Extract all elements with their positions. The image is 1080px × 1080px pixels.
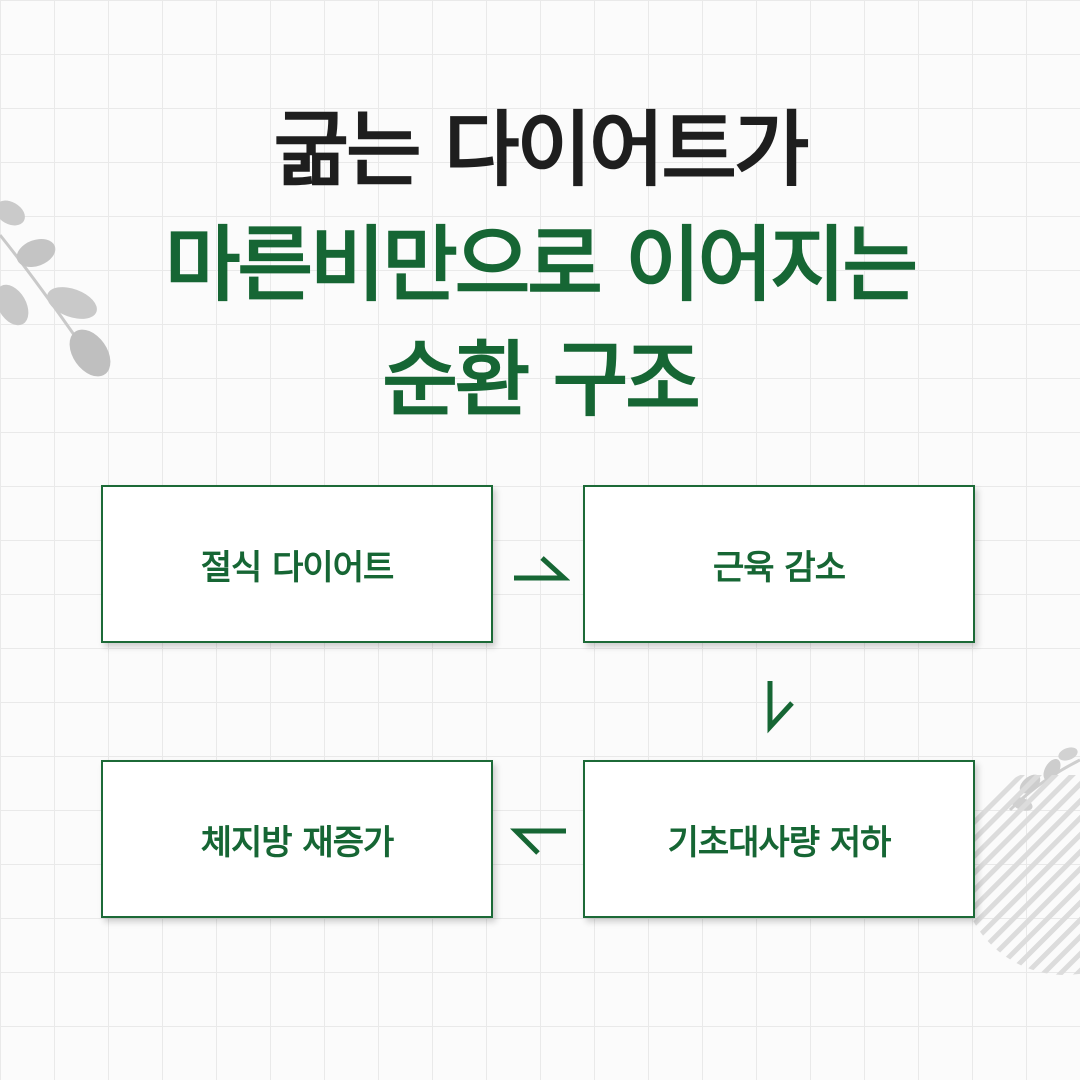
arrow-left-icon	[510, 828, 566, 855]
cycle-box-label: 절식 다이어트	[200, 547, 395, 588]
cycle-box-body-fat-increase: 체지방 재증가	[101, 760, 493, 918]
title-line-1: 굶는 다이어트가	[273, 103, 810, 198]
title-line-2: 마른비만으로 이어지는	[165, 218, 918, 313]
cycle-box-bmr-decrease: 기초대사량 저하	[583, 760, 975, 918]
cycle-box-label: 기초대사량 저하	[667, 822, 892, 863]
cycle-box-label: 근육 감소	[713, 547, 846, 588]
striped-circle-decoration	[960, 775, 1080, 975]
cycle-box-muscle-loss: 근육 감소	[583, 485, 975, 643]
cycle-box-fasting-diet: 절식 다이어트	[101, 485, 493, 643]
title-line-3: 순환 구조	[382, 333, 700, 428]
cycle-box-label: 체지방 재증가	[200, 822, 395, 863]
leaf-branch-icon	[0, 200, 111, 377]
arrow-down-icon	[767, 681, 794, 734]
arrow-right-icon	[514, 556, 570, 581]
